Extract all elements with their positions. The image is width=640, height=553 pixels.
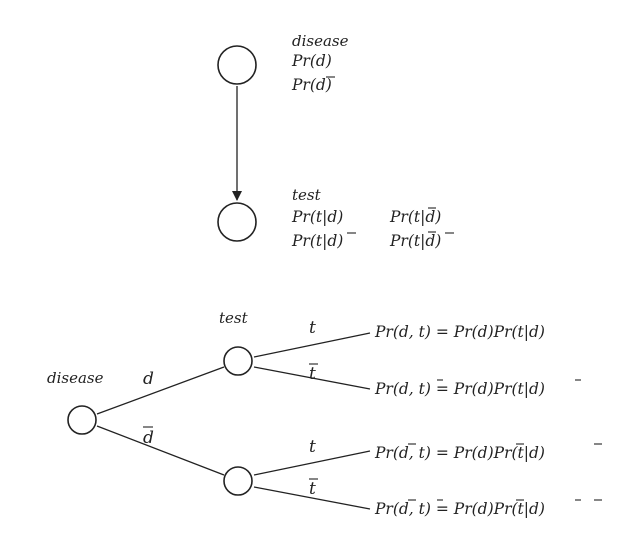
branch-t-lower <box>253 450 371 476</box>
test-prob-t-given-not-d: Pr(t|d) <box>291 232 343 250</box>
leaf-joint-not-d-not-t: Pr(d, t) = Pr(d)Pr(t|d) <box>374 500 545 518</box>
leaf-joint-not-d-t: Pr(d, t) = Pr(d)Pr(t|d) <box>374 444 545 462</box>
branch-not-t-upper <box>253 366 371 390</box>
bayes-network: disease Pr(d) Pr(d) test Pr(t|d) Pr(t|d)… <box>217 32 454 250</box>
disease-node-label: disease <box>292 32 349 50</box>
tree-test-label: test <box>219 309 249 327</box>
branch-label-not-d: d <box>143 428 154 448</box>
branch-label-t-upper: t <box>309 318 316 338</box>
branch-label-not-t-upper: t <box>309 364 316 384</box>
disease-prob-d: Pr(d) <box>291 52 332 70</box>
tree-root-label: disease <box>47 369 104 387</box>
branch-label-t-lower: t <box>309 437 316 457</box>
branch-t-upper <box>253 332 371 358</box>
test-node-label: test <box>292 186 322 204</box>
branch-d <box>96 366 225 415</box>
test-prob-t-given-d: Pr(t|d) <box>291 208 343 226</box>
tree-test-node-lower <box>223 466 253 496</box>
disease-prob-not-d: Pr(d) <box>291 76 332 94</box>
branch-label-d: d <box>143 369 154 389</box>
test-prob-not-t-given-not-d: Pr(t|d) <box>389 232 441 250</box>
tree-test-node-upper <box>223 346 253 376</box>
probability-tree: disease test d d t t t t Pr(d, t) = Pr(d… <box>47 309 602 518</box>
branch-not-d <box>96 425 225 476</box>
tree-root-node <box>67 405 97 435</box>
leaf-joint-d-not-t: Pr(d, t) = Pr(d)Pr(t|d) <box>374 380 545 398</box>
test-node <box>217 202 257 242</box>
leaf-joint-d-t: Pr(d, t) = Pr(d)Pr(t|d) <box>374 323 545 341</box>
branch-not-t-lower <box>253 486 371 510</box>
branch-label-not-t-lower: t <box>309 479 316 499</box>
test-prob-not-t-given-d: Pr(t|d) <box>389 208 441 226</box>
disease-node <box>217 45 257 85</box>
